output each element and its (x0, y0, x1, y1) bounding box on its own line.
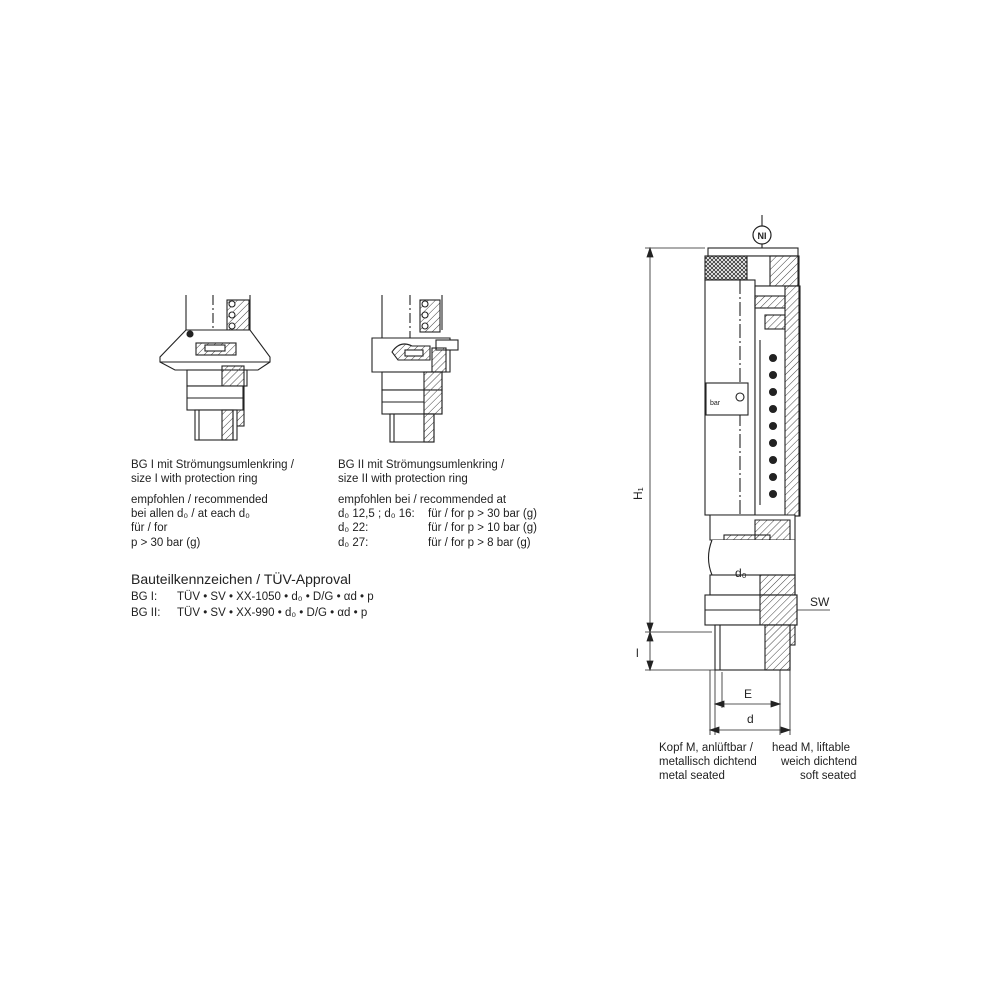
approval-code: TÜV • SV • XX-1050 • d₀ • D/G • αd • p (177, 591, 374, 603)
bg1-caption-line1: BG I mit Strömungsumlenkring / (131, 459, 294, 471)
head-badge-text: NI (758, 231, 767, 241)
bg1-caption-line5: für / for (131, 522, 168, 534)
bg1-caption-line4: bei allen d₀ / at each d₀ (131, 508, 250, 520)
main-valve-drawing (704, 215, 801, 671)
bg2-row-size: d₀ 27: (338, 537, 369, 549)
approval-label: BG II: (131, 607, 161, 619)
bg2-caption-line3: empfohlen bei / recommended at (338, 494, 507, 506)
head-right-line2: weich dichtend (781, 756, 858, 768)
dim-sw-label: SW (810, 595, 830, 609)
bg1-caption-line6: p > 30 bar (g) (131, 537, 201, 549)
bg2-caption-line2: size II with protection ring (338, 473, 468, 485)
head-badge-icon: NI (752, 225, 772, 245)
head-left-line3: metal seated (659, 770, 725, 782)
approval-code: TÜV • SV • XX-990 • d₀ • D/G • αd • p (177, 607, 368, 619)
head-right-line3: soft seated (800, 770, 857, 782)
bg1-caption-line2: size I with protection ring (131, 473, 258, 485)
head-right-line1: head M, liftable (772, 742, 850, 754)
dimension-lines (645, 246, 830, 735)
bg1-caption-line3: empfohlen / recommended (131, 494, 268, 506)
detail-bg2-drawing (371, 295, 459, 443)
dim-d-label: d (747, 712, 754, 726)
head-left-line1: Kopf M, anlüftbar / (659, 742, 753, 754)
detail-bg1-drawing (159, 295, 271, 441)
bg2-row-condition: für / for p > 8 bar (g) (428, 537, 531, 549)
approval-row-bg1: BG I: TÜV • SV • XX-1050 • d₀ • D/G • αd … (131, 591, 374, 604)
dim-h1-label: H₁ (631, 487, 645, 500)
bg2-row-size: d₀ 12,5 ; d₀ 16: (338, 508, 415, 520)
approval-heading: Bauteilkennzeichen / TÜV-Approval (131, 571, 351, 587)
dim-e-label: E (744, 687, 753, 701)
bg2-row-condition: für / for p > 10 bar (g) (428, 522, 537, 534)
approval-label: BG I: (131, 591, 158, 603)
dim-d0-label: d₀ (735, 566, 747, 580)
spring-coils (759, 340, 778, 505)
bg2-caption-line1: BG II mit Strömungsumlenkring / (338, 459, 505, 471)
dim-l-label: l (636, 646, 639, 660)
head-left-line2: metallisch dichtend (659, 756, 757, 768)
plate-text: bar (710, 400, 721, 407)
bg2-row-condition: für / for p > 30 bar (g) (428, 508, 537, 520)
approval-row-bg2: BG II: TÜV • SV • XX-990 • d₀ • D/G • αd … (131, 607, 367, 620)
bg2-row-size: d₀ 22: (338, 522, 369, 534)
